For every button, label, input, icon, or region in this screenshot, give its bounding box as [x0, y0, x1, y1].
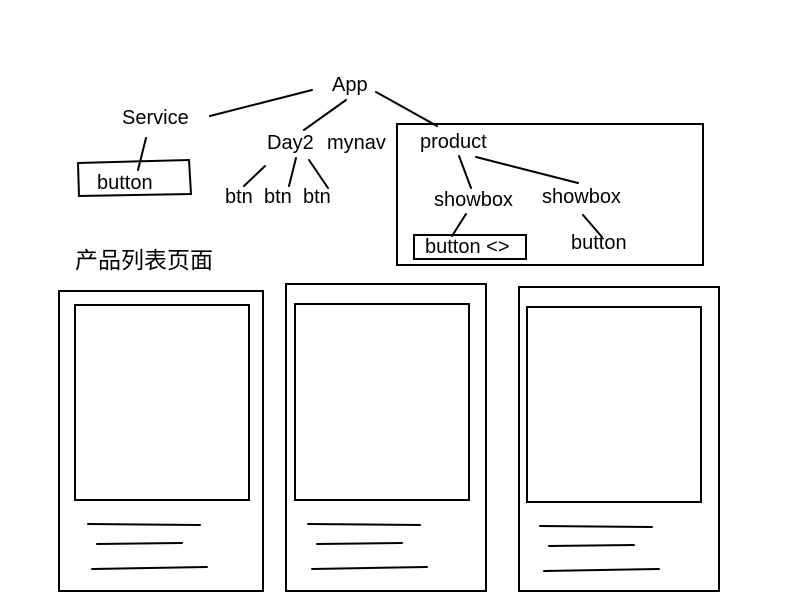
- node-btn-1: btn: [225, 186, 253, 208]
- edge-showbox-right-button: [582, 214, 603, 238]
- node-showbox-right: showbox: [542, 186, 621, 208]
- page-title: 产品列表页面: [75, 248, 213, 274]
- node-product: product: [420, 131, 487, 153]
- product-card-2-image: [294, 303, 470, 501]
- node-service-button: button: [97, 172, 153, 194]
- product-card-3-line-3: [543, 568, 660, 572]
- edge-service-button: [137, 137, 147, 171]
- product-card-2: [285, 283, 487, 592]
- showbox-left-button-box: [413, 234, 527, 260]
- node-btn-2: btn: [264, 186, 292, 208]
- node-mynav: mynav: [327, 132, 386, 154]
- product-card-1-line-2: [96, 542, 183, 545]
- product-card-2-line-1: [307, 523, 421, 526]
- service-button-box: [76, 158, 193, 198]
- product-card-1-line-3: [91, 566, 208, 570]
- product-card-1-line-1: [87, 523, 201, 526]
- edge-day2-btn1: [243, 165, 266, 187]
- product-card-3: [518, 286, 720, 592]
- edge-product-showbox-right: [475, 156, 579, 184]
- product-container-box: [396, 123, 704, 266]
- edge-app-service: [209, 89, 313, 117]
- edge-app-day2: [303, 99, 347, 131]
- edge-showbox-left-button: [451, 213, 467, 237]
- node-service: Service: [122, 107, 189, 129]
- edge-product-showbox-left: [458, 155, 472, 189]
- product-card-3-image: [526, 306, 702, 503]
- product-card-3-line-2: [548, 544, 635, 547]
- node-app: App: [332, 74, 368, 96]
- node-showbox-left-button: button <>: [425, 236, 510, 258]
- edge-day2-btn2: [288, 157, 297, 187]
- product-card-1: [58, 290, 264, 592]
- node-showbox-right-button: button: [571, 232, 627, 254]
- node-day2: Day2: [267, 132, 314, 154]
- edge-app-product: [375, 91, 438, 127]
- product-card-1-image: [74, 304, 250, 501]
- edge-day2-btn3: [308, 159, 329, 189]
- product-card-2-line-2: [316, 542, 403, 545]
- product-card-2-line-3: [311, 566, 428, 570]
- node-btn-3: btn: [303, 186, 331, 208]
- product-card-3-line-1: [539, 525, 653, 528]
- node-showbox-left: showbox: [434, 189, 513, 211]
